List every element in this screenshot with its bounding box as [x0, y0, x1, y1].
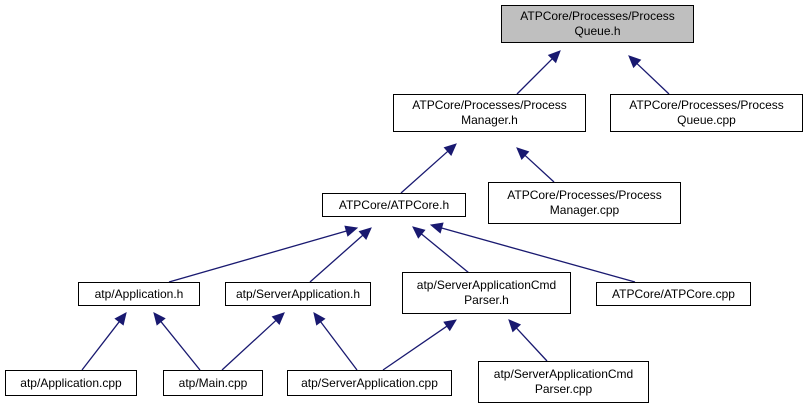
edge-arrowhead	[429, 222, 444, 234]
edge-arrowhead	[443, 143, 457, 156]
node-atpcore-h[interactable]: ATPCore/ATPCore.h	[322, 193, 466, 217]
node-label-line: atp/Application.cpp	[20, 375, 122, 390]
node-label-line: Parser.cpp	[534, 382, 593, 396]
node-process-queue-h: ATPCore/Processes/Process Queue.h	[501, 5, 694, 43]
edge-main_cpp-to-app_h	[160, 321, 201, 371]
edge-core_h-to-pm_h	[400, 150, 449, 194]
node-label-line: Parser.h	[464, 293, 509, 307]
edge-pq_cpp-to-pq_h	[636, 63, 670, 95]
edge-arrowhead	[153, 312, 166, 326]
edge-arrowhead	[547, 50, 561, 64]
node-label-line: atp/ServerApplicationCmd	[493, 367, 634, 381]
edge-sapp_h-to-core_h	[309, 234, 364, 283]
node-label-line: ATPCore/Processes/Process	[507, 188, 662, 202]
edge-arrowhead	[443, 319, 457, 332]
node-label-line: Manager.cpp	[549, 203, 620, 217]
node-process-manager-cpp[interactable]: ATPCore/Processes/Process Manager.cpp	[488, 182, 681, 224]
edge-app_h-to-core_h	[168, 230, 347, 283]
node-server-application-cpp[interactable]: atp/ServerApplication.cpp	[287, 370, 452, 396]
node-label-line: ATPCore/ATPCore.h	[338, 197, 450, 212]
edge-app_cpp-to-app_h	[81, 321, 120, 371]
node-label-line: atp/ServerApplication.cpp	[301, 375, 438, 390]
edge-arrowhead	[114, 312, 127, 326]
node-label-line: Queue.h	[574, 24, 621, 38]
edge-sapp_cpp-to-sacp_h	[382, 325, 448, 371]
edge-arrowhead	[271, 312, 285, 326]
node-server-application-cmd-parser-h[interactable]: atp/ServerApplicationCmd Parser.h	[402, 272, 571, 314]
edge-arrowhead	[508, 319, 522, 333]
edge-pm_h-to-pq_h	[516, 58, 553, 95]
node-application-h[interactable]: atp/Application.h	[78, 282, 200, 306]
edge-arrowhead	[344, 225, 359, 237]
edge-sapp_cpp-to-sapp_h	[320, 321, 358, 371]
edge-arrowhead	[628, 55, 642, 69]
node-label-line: atp/Main.cpp	[178, 375, 248, 390]
edge-arrowhead	[412, 226, 426, 239]
node-label-line: atp/Application.h	[94, 286, 184, 301]
edge-arrowhead	[516, 147, 530, 161]
node-label-line: ATPCore/Processes/Process	[520, 9, 675, 23]
node-process-manager-h[interactable]: ATPCore/Processes/Process Manager.h	[393, 94, 586, 132]
edge-main_cpp-to-sapp_h	[221, 319, 277, 371]
edge-pm_cpp-to-pm_h	[524, 154, 555, 183]
node-label-line: ATPCore/Processes/Process	[412, 98, 567, 112]
node-label-line: ATPCore/ATPCore.cpp	[612, 286, 735, 301]
node-application-cpp[interactable]: atp/Application.cpp	[5, 370, 137, 396]
node-label-line: atp/ServerApplicationCmd	[416, 278, 557, 292]
edge-sacp_cpp-to-sacp_h	[516, 327, 548, 362]
node-atpcore-cpp[interactable]: ATPCore/ATPCore.cpp	[596, 282, 751, 306]
node-label-line: Manager.h	[461, 113, 518, 127]
node-label-line: Queue.cpp	[677, 113, 736, 127]
node-label-line: atp/ServerApplication.h	[235, 286, 361, 301]
node-process-queue-cpp[interactable]: ATPCore/Processes/Process Queue.cpp	[610, 94, 803, 132]
node-label-line: ATPCore/Processes/Process	[629, 98, 784, 112]
edge-core_cpp-to-core_h	[441, 227, 636, 283]
node-main-cpp[interactable]: atp/Main.cpp	[163, 370, 263, 396]
edge-arrowhead	[358, 227, 372, 240]
node-server-application-cmd-parser-cpp[interactable]: atp/ServerApplicationCmd Parser.cpp	[478, 361, 649, 403]
node-server-application-h[interactable]: atp/ServerApplication.h	[225, 282, 371, 306]
edge-arrowhead	[313, 312, 326, 326]
